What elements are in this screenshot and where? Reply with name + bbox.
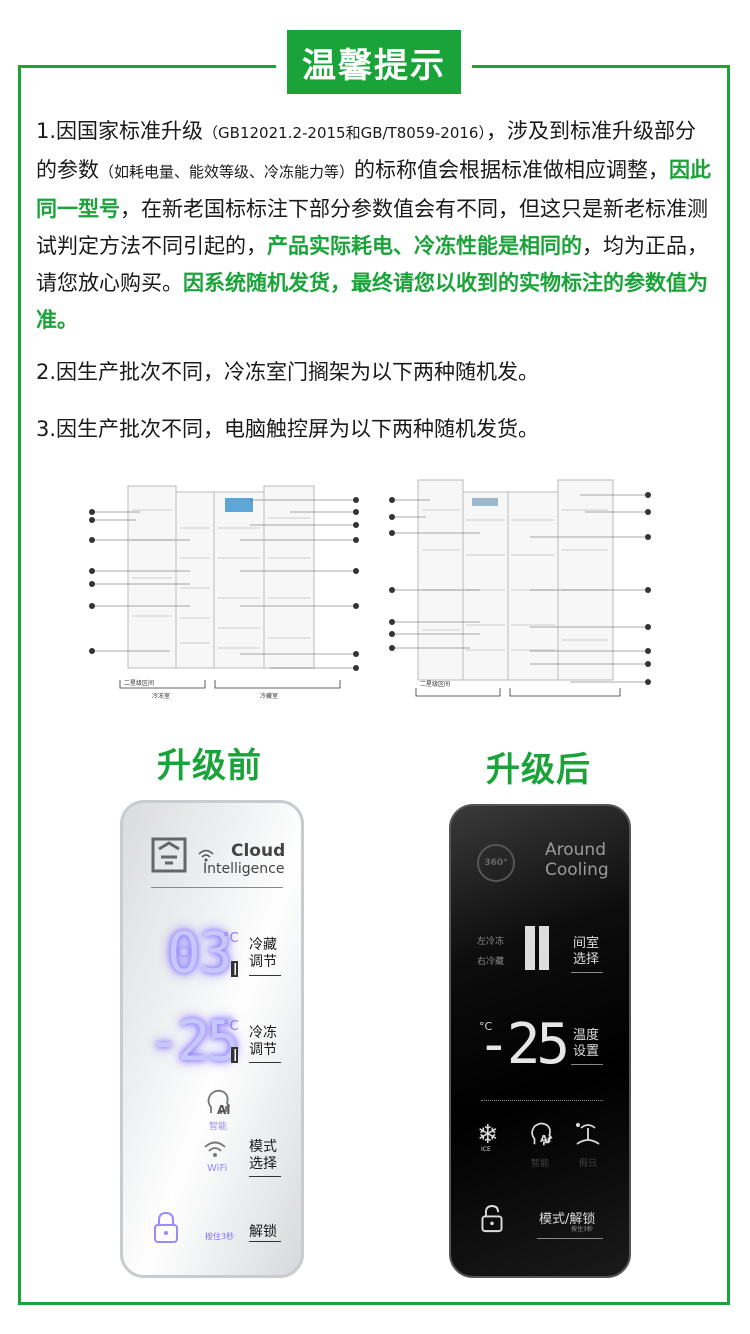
temp-unit: °C (223, 931, 239, 946)
snowflake-icon[interactable]: ❄ (477, 1120, 499, 1150)
holiday-icon[interactable] (573, 1120, 603, 1148)
text: ，涉及到标准升级部分的参数 (36, 119, 696, 182)
fridge-illustration: 二星级区间 (389, 479, 651, 697)
text: ，在新老国标标注下部分参数值会有不同，但这只是新老标准测试判定方法不同引起的， (36, 197, 708, 258)
freezer-adjust-button[interactable]: 冷冻调节 (249, 1025, 277, 1059)
after-upgrade-label: 升级后 (486, 750, 591, 790)
wifi-icon (198, 849, 214, 862)
compartment-select-button[interactable]: 间室选择 (573, 936, 599, 968)
divider (151, 887, 283, 888)
brand-line-2: Cooling (545, 860, 609, 880)
fridge-diagram-after: 二星级区间 (380, 470, 665, 702)
highlight-same-model: 因此同一型号 (36, 158, 712, 221)
ai-sublabel: 智能 (531, 1159, 550, 1169)
text: 的标称值会根据标准做相应调整， (354, 158, 670, 182)
temp-unit: °C (223, 1019, 239, 1034)
control-panel-after: 360° Around Cooling 左冷冻 右冷藏 间室选择 °C -25 … (449, 804, 631, 1278)
button-label: 选择 (573, 952, 600, 967)
notice-paragraph-2: 2.因生产批次不同，冷冻室门搁架为以下两种随机发。 (36, 360, 540, 384)
left-freezer-label: 左冷冻 (477, 937, 505, 947)
lock-hint: 按住3秒 (205, 1232, 235, 1241)
zone-freezer-label: 冷冻室 (152, 692, 170, 700)
lock-icon[interactable] (151, 1211, 181, 1245)
button-underline (249, 1062, 281, 1063)
text: ，均为正品，请您放心购买。 (36, 234, 708, 295)
button-underline (249, 975, 281, 976)
button-underline (571, 1064, 603, 1065)
right-compartment-indicator (539, 926, 549, 970)
control-panel-before: Cloud Intelligence 03 °C 冷藏调节 -25 °C 冷冻调… (120, 800, 304, 1278)
page-title: 温馨提示 (287, 30, 461, 94)
ice-label: ICE (481, 1146, 491, 1153)
brand-line-1: Around (545, 840, 606, 860)
notice-paragraph-1: 1.因国家标准升级（GB12021.2-2015和GB/T8059-2016），… (36, 113, 716, 339)
divider (481, 1100, 603, 1101)
button-label: 冷藏 (249, 937, 277, 953)
button-label: 设置 (573, 1044, 600, 1059)
mode-select-button[interactable]: 模式选择 (249, 1139, 277, 1173)
temperature-display: -25 (477, 1012, 570, 1077)
ai-label: Ai (540, 1134, 552, 1145)
ai-sublabel: 智能 (209, 1122, 228, 1132)
temp-unit: °C (479, 1020, 493, 1033)
before-upgrade-label: 升级前 (157, 746, 262, 786)
fridge-illustration: 二星级区间 冷冻室 冷藏室 (89, 485, 359, 700)
highlight-random-shipping: 因系统随机发货，最终请您以收到的实物标注的参数值为准。 (36, 271, 708, 332)
button-label: 冷冻 (249, 1025, 277, 1041)
temp-setting-button[interactable]: 温度设置 (573, 1028, 599, 1060)
right-fridge-label: 右冷藏 (477, 957, 505, 967)
fridge-diagram-before: 二星级区间 冷冻室 冷藏室 (80, 478, 365, 703)
level-indicator (231, 1047, 238, 1063)
lock-hint: 按住3秒 (571, 1226, 593, 1233)
button-label: 调节 (249, 954, 277, 970)
highlight-same-performance: 产品实际耗电、冷冻性能是相同的 (267, 234, 582, 258)
brand-line-2: Intelligence (203, 861, 285, 877)
ai-head-icon[interactable] (527, 1120, 555, 1148)
ai-label: Ai (217, 1103, 231, 1117)
button-underline (249, 1241, 281, 1242)
fridge-tag: 二星级区间 (420, 680, 450, 688)
badge-360-icon: 360° (477, 844, 515, 882)
fridge-tag: 二星级区间 (124, 679, 154, 687)
mode-unlock-button[interactable]: 模式/解锁 (539, 1212, 596, 1227)
ai-head-icon[interactable] (203, 1087, 233, 1117)
wifi-label: WiFi (207, 1163, 228, 1174)
button-label: 温度 (573, 1028, 600, 1043)
text: 1.因国家标准升级 (36, 119, 204, 143)
fridge-adjust-button[interactable]: 冷藏调节 (249, 937, 277, 971)
button-underline (571, 972, 603, 973)
holiday-sublabel: 假日 (579, 1159, 598, 1169)
button-underline (249, 1176, 281, 1177)
wifi-icon[interactable] (203, 1139, 227, 1159)
button-label: 模式 (249, 1139, 277, 1155)
fridge-temperature-display: 03 (167, 921, 232, 986)
text-params: （如耗电量、能效等级、冷冻能力等） (99, 163, 355, 181)
brand-logo-icon (151, 837, 187, 873)
zone-fridge-label: 冷藏室 (260, 692, 278, 700)
button-label: 间室 (573, 936, 600, 951)
text-standards: （GB12021.2-2015和GB/T8059-2016） (203, 124, 486, 142)
left-compartment-indicator (525, 926, 535, 970)
brand-line-1: Cloud (231, 841, 286, 861)
level-indicator (231, 961, 238, 977)
lock-icon[interactable] (479, 1204, 505, 1234)
notice-paragraph-3: 3.因生产批次不同，电脑触控屏为以下两种随机发货。 (36, 417, 540, 441)
button-label: 选择 (249, 1156, 277, 1172)
unlock-button[interactable]: 解锁 (249, 1224, 277, 1240)
button-label: 调节 (249, 1042, 277, 1058)
button-underline (537, 1238, 603, 1239)
freezer-temperature-display: -25 (147, 1009, 240, 1074)
